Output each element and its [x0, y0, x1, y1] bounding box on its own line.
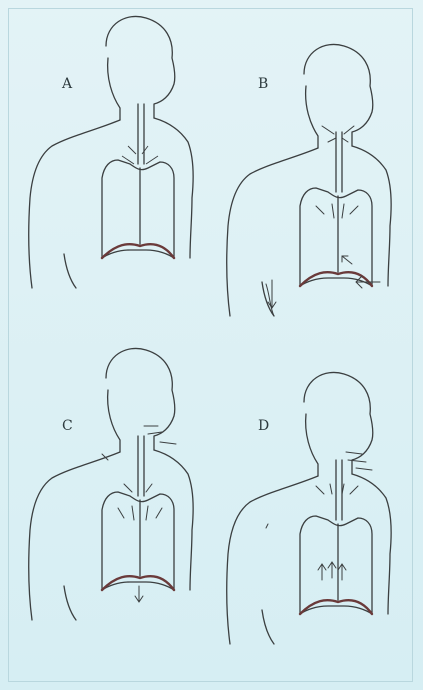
panel-c [29, 348, 194, 620]
panel-b [227, 44, 392, 316]
panel-d [227, 372, 392, 644]
panel-label-c: C [62, 418, 73, 434]
panel-label-b: B [258, 76, 268, 92]
panel-label-d: D [258, 418, 269, 434]
panel-a [29, 16, 194, 288]
panel-label-a: A [62, 76, 72, 92]
